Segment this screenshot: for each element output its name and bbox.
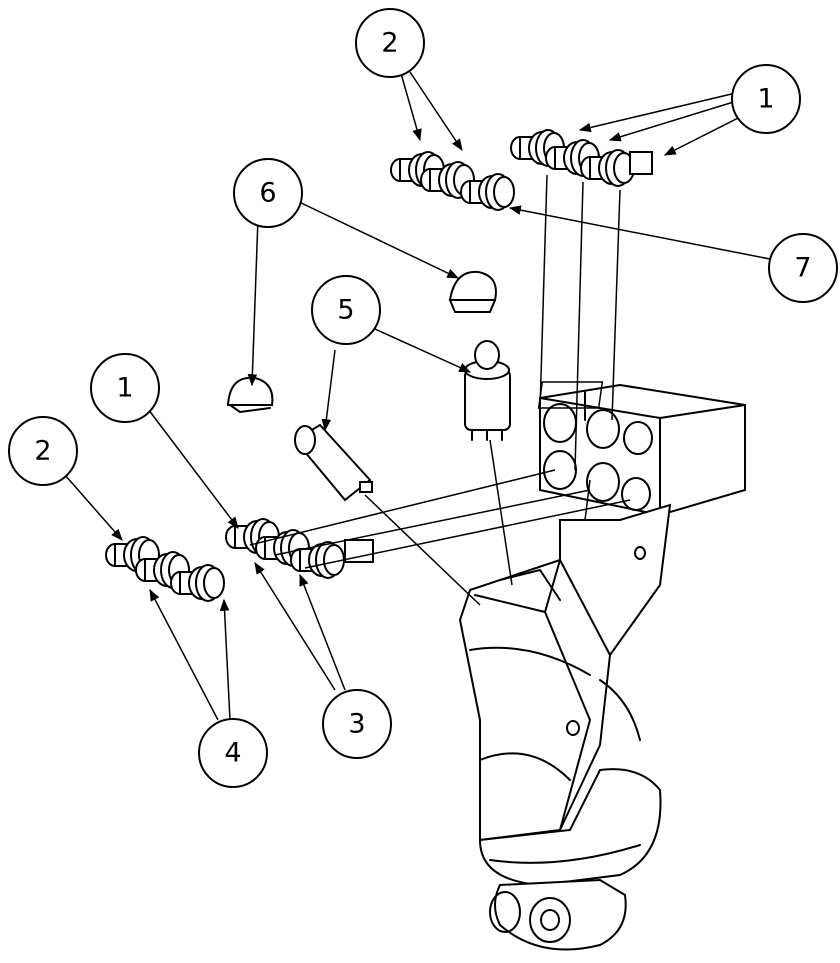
leader-lines xyxy=(64,69,776,721)
svg-text:7: 7 xyxy=(794,253,811,284)
indicator-lamp-icon xyxy=(293,423,373,502)
callout-2-top: 2 xyxy=(355,8,425,78)
bottom-button-row xyxy=(105,518,374,602)
callout-1-left: 1 xyxy=(90,353,160,423)
svg-text:4: 4 xyxy=(224,738,241,769)
lens-cap-icon xyxy=(226,270,497,413)
callout-6: 6 xyxy=(233,158,303,228)
callout-2-left: 2 xyxy=(8,416,78,486)
svg-text:1: 1 xyxy=(116,373,133,404)
svg-text:2: 2 xyxy=(381,28,398,59)
callout-3: 3 xyxy=(322,689,392,759)
top-button-row xyxy=(390,129,653,211)
pendant-housing-icon xyxy=(458,381,746,951)
buzzer-icon xyxy=(464,340,511,441)
callout-7: 7 xyxy=(768,233,838,303)
callout-1-top: 1 xyxy=(731,64,801,134)
svg-text:5: 5 xyxy=(337,295,354,326)
svg-text:2: 2 xyxy=(34,436,51,467)
svg-text:6: 6 xyxy=(259,178,276,209)
svg-text:3: 3 xyxy=(348,709,365,740)
callout-4: 4 xyxy=(198,718,268,788)
svg-text:1: 1 xyxy=(757,84,774,115)
callout-5: 5 xyxy=(311,275,381,345)
assembly-lines xyxy=(249,174,631,606)
